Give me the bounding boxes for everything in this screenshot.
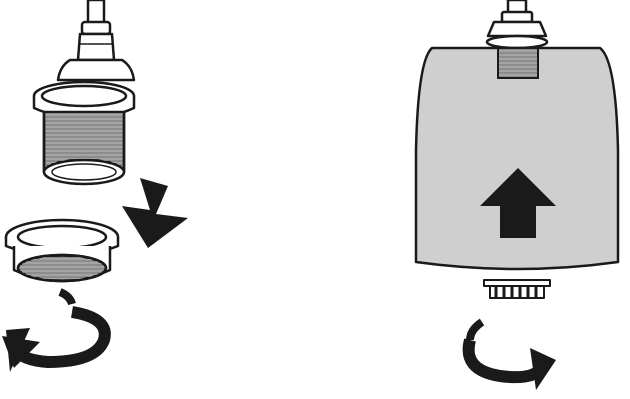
lamp-socket-top bbox=[485, 0, 549, 50]
step-1-panel bbox=[2, 0, 188, 372]
rotate-left-arrow-icon bbox=[2, 288, 111, 372]
lamp-socket-icon bbox=[32, 0, 136, 186]
rotate-right-arrow-icon bbox=[462, 318, 556, 390]
retaining-ring-icon bbox=[4, 218, 120, 283]
retaining-ring-icon-small bbox=[483, 279, 551, 299]
down-arrow-icon bbox=[122, 178, 188, 248]
step-2-panel bbox=[414, 0, 620, 390]
up-arrow-icon bbox=[480, 168, 556, 238]
lampshade-icon bbox=[414, 46, 620, 271]
